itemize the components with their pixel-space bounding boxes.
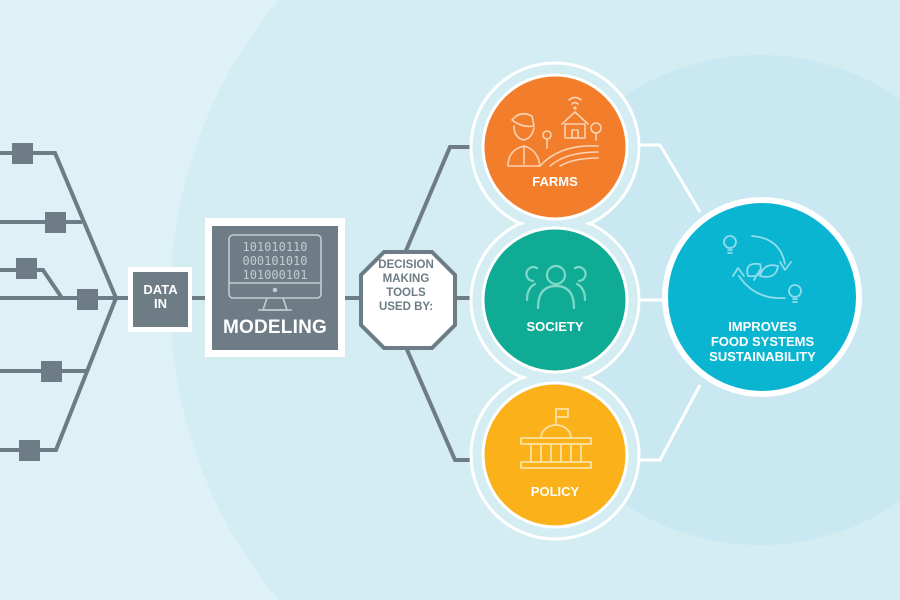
- decision-branches: [403, 145, 472, 462]
- data-in-label-line1: DATA: [143, 282, 178, 297]
- decision-label-line: DECISION: [378, 259, 434, 271]
- lightbulb-leaf-cycle-icon: [723, 235, 802, 303]
- decision-octagon: [359, 250, 457, 350]
- binary-line: 000101010: [242, 254, 308, 268]
- farmer-farm-icon: [507, 96, 602, 167]
- data-node-square-icon: [16, 258, 37, 279]
- outcome-label-line: SUSTAINABILITY: [709, 349, 816, 364]
- modeling-label: MODELING: [223, 317, 327, 338]
- data-in-label: DATA IN: [133, 283, 188, 310]
- computer-monitor-icon: [228, 234, 322, 311]
- outcome-circle: [662, 197, 862, 397]
- farms-label: FARMS: [532, 174, 578, 189]
- outcome-label: IMPROVES FOOD SYSTEMS SUSTAINABILITY: [700, 319, 825, 364]
- decision-label-line: MAKING: [382, 273, 430, 285]
- data-node-square-icon: [12, 143, 33, 164]
- data-node-square-icons: [12, 143, 98, 461]
- decision-label-line: USED BY:: [378, 301, 434, 313]
- policy-label: POLICY: [530, 484, 580, 499]
- decision-label: DECISION MAKING TOOLS USED BY:: [364, 258, 448, 314]
- people-group-icon: [525, 264, 587, 310]
- data-node-square-icon: [41, 361, 62, 382]
- data-in-label-line2: IN: [154, 295, 167, 311]
- data-in-box: [133, 272, 188, 327]
- government-building-icon: [520, 408, 592, 469]
- decision-label-line: TOOLS: [386, 287, 426, 299]
- outcome-label-line: FOOD SYSTEMS: [710, 334, 815, 349]
- data-node-square-icon: [77, 289, 98, 310]
- society-label: SOCIETY: [526, 319, 584, 334]
- policy-circle: [481, 381, 629, 529]
- binary-line: 101000101: [242, 268, 308, 282]
- farms-circle: [481, 73, 629, 221]
- data-node-square-icon: [45, 212, 66, 233]
- binary-line: 101010110: [242, 240, 308, 254]
- outcome-label-line: IMPROVES: [728, 319, 797, 334]
- society-circle: [481, 226, 629, 374]
- outcome-connectors: [640, 143, 702, 462]
- data-node-square-icon: [19, 440, 40, 461]
